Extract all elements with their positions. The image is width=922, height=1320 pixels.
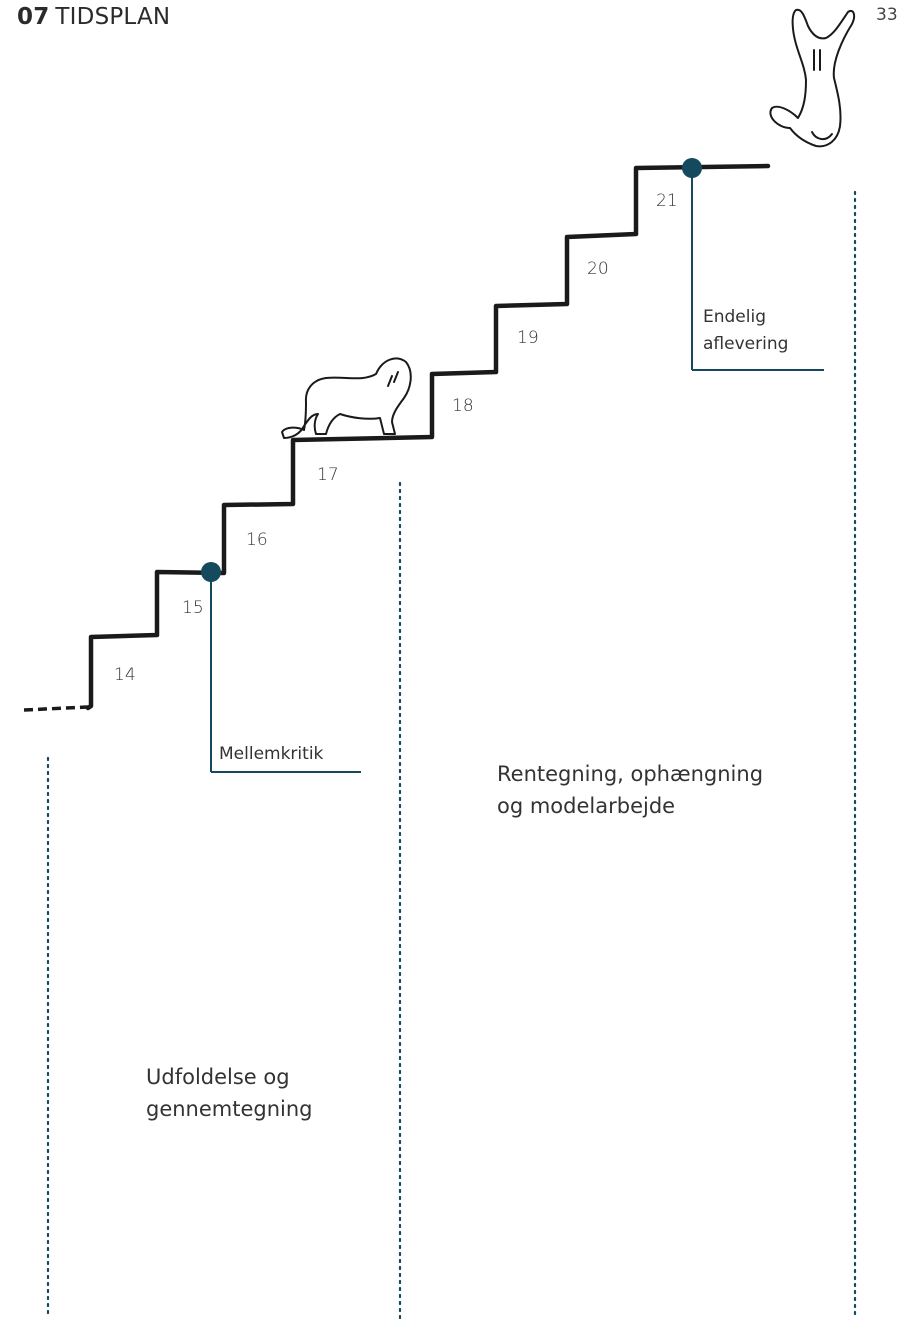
week-label: 18: [452, 396, 474, 416]
final-delivery-line2: aflevering: [703, 334, 789, 355]
week-label: 14: [114, 665, 136, 685]
milestone-dot-mid: [201, 562, 221, 582]
final-delivery-label: Endelig aflevering: [703, 304, 788, 358]
phase-2-line1: Rentegning, ophængning: [497, 762, 764, 786]
jumping-figure-illustration: [769, 8, 856, 148]
chapter-title: TIDSPLAN: [55, 4, 171, 30]
week-label: 16: [246, 530, 268, 550]
week-label: 20: [587, 259, 609, 279]
final-delivery-line1: Endelig: [703, 307, 767, 327]
milestone-dot-final: [682, 158, 702, 178]
phase-1-line2: gennemtegning: [146, 1096, 313, 1121]
chapter-number: 07: [17, 4, 50, 30]
page-number: 33: [876, 5, 898, 25]
week-label: 19: [517, 328, 539, 348]
week-label: 17: [317, 465, 339, 485]
mid-critique-label: Mellemkritik: [219, 744, 324, 764]
phase-2-line2: og modelarbejde: [497, 793, 676, 818]
stairs-lead-in: [23, 705, 89, 712]
phase-2-label: Rentegning, ophængning og modelarbejde: [497, 759, 763, 822]
week-label: 21: [656, 191, 678, 211]
crawling-figure-illustration: [281, 357, 412, 439]
phase-1-label: Udfoldelse og gennemtegning: [146, 1062, 313, 1125]
week-label: 15: [182, 598, 204, 618]
phase-1-line1: Udfoldelse og: [146, 1065, 290, 1089]
stairs: [85, 163, 771, 711]
